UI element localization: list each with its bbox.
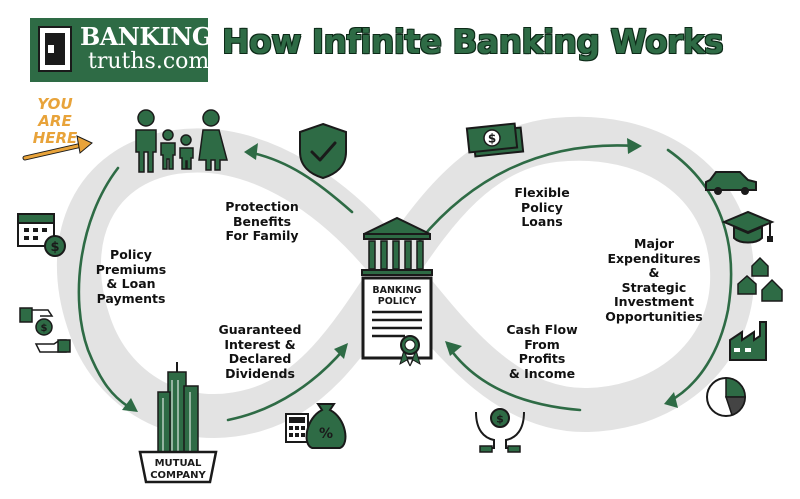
cash-icon (465, 122, 525, 158)
you-are-here-arrow (22, 135, 93, 161)
arrowhead-loans (627, 138, 642, 154)
logo-line2: truths.com (88, 49, 210, 74)
arrow-loans (418, 144, 638, 242)
vault-icon (38, 26, 72, 72)
hand-coin-icon (19, 307, 71, 353)
mutual-company-line2: COMPANY (150, 470, 206, 481)
money-bag-symbol: % (319, 426, 333, 442)
graduation-cap-icon (721, 210, 775, 244)
cash-symbol: $ (488, 132, 496, 146)
you-are-here-marker: YOU ARE HERE (22, 96, 88, 147)
policy-label-line1: BANKING (372, 285, 421, 296)
car-icon (705, 171, 757, 195)
arrow-cashflow (446, 344, 582, 412)
money-bag-icon (305, 403, 347, 449)
arrowhead-cashflow (445, 341, 462, 356)
bank-icon (361, 216, 433, 276)
label-cashflow: Cash Flow From Profits & Income (506, 322, 578, 381)
skyscraper-icon (157, 362, 199, 457)
calculator-icon (285, 413, 309, 443)
label-loans: Flexible Policy Loans (514, 185, 570, 229)
policy-label-line2: POLICY (378, 296, 417, 307)
marker-line1: YOU ARE (37, 95, 73, 130)
hand-coin-symbol: $ (41, 323, 48, 334)
seal-icon (399, 335, 421, 367)
family-icon (135, 109, 228, 173)
calendar-icon (17, 213, 66, 257)
bankingtruths-logo: BANKING truths.com (30, 18, 212, 82)
houses-icon (737, 256, 783, 302)
label-expenditures: Major Expenditures & Strategic Investmen… (605, 236, 703, 324)
page-title: How Infinite Banking Works (222, 22, 724, 61)
mutual-company-line1: MUTUAL (155, 458, 202, 469)
label-premiums: Policy Premiums & Loan Payments (95, 247, 167, 306)
arrowhead-guaranteed (334, 343, 348, 359)
pie-chart-icon (706, 377, 746, 417)
label-protection: Protection Benefits For Family (225, 199, 299, 243)
factory-icon (729, 321, 767, 361)
arrowhead-premiums (122, 398, 138, 412)
arrowhead-protection (244, 143, 258, 160)
hands-coin-symbol: $ (496, 413, 504, 426)
arrowhead-expenditures (664, 392, 678, 408)
label-guaranteed: Guaranteed Interest & Declared Dividends (218, 322, 302, 381)
marker-line2: HERE (32, 129, 78, 147)
hands-coin-icon (475, 408, 525, 453)
arrow-premiums (77, 166, 136, 412)
arrow-protection (246, 150, 354, 214)
arrow-guaranteed (226, 346, 347, 422)
logo-line1: BANKING (80, 22, 212, 51)
shield-check-icon (299, 122, 347, 180)
calendar-coin-symbol: $ (50, 240, 59, 255)
mutual-company-box (138, 450, 218, 484)
